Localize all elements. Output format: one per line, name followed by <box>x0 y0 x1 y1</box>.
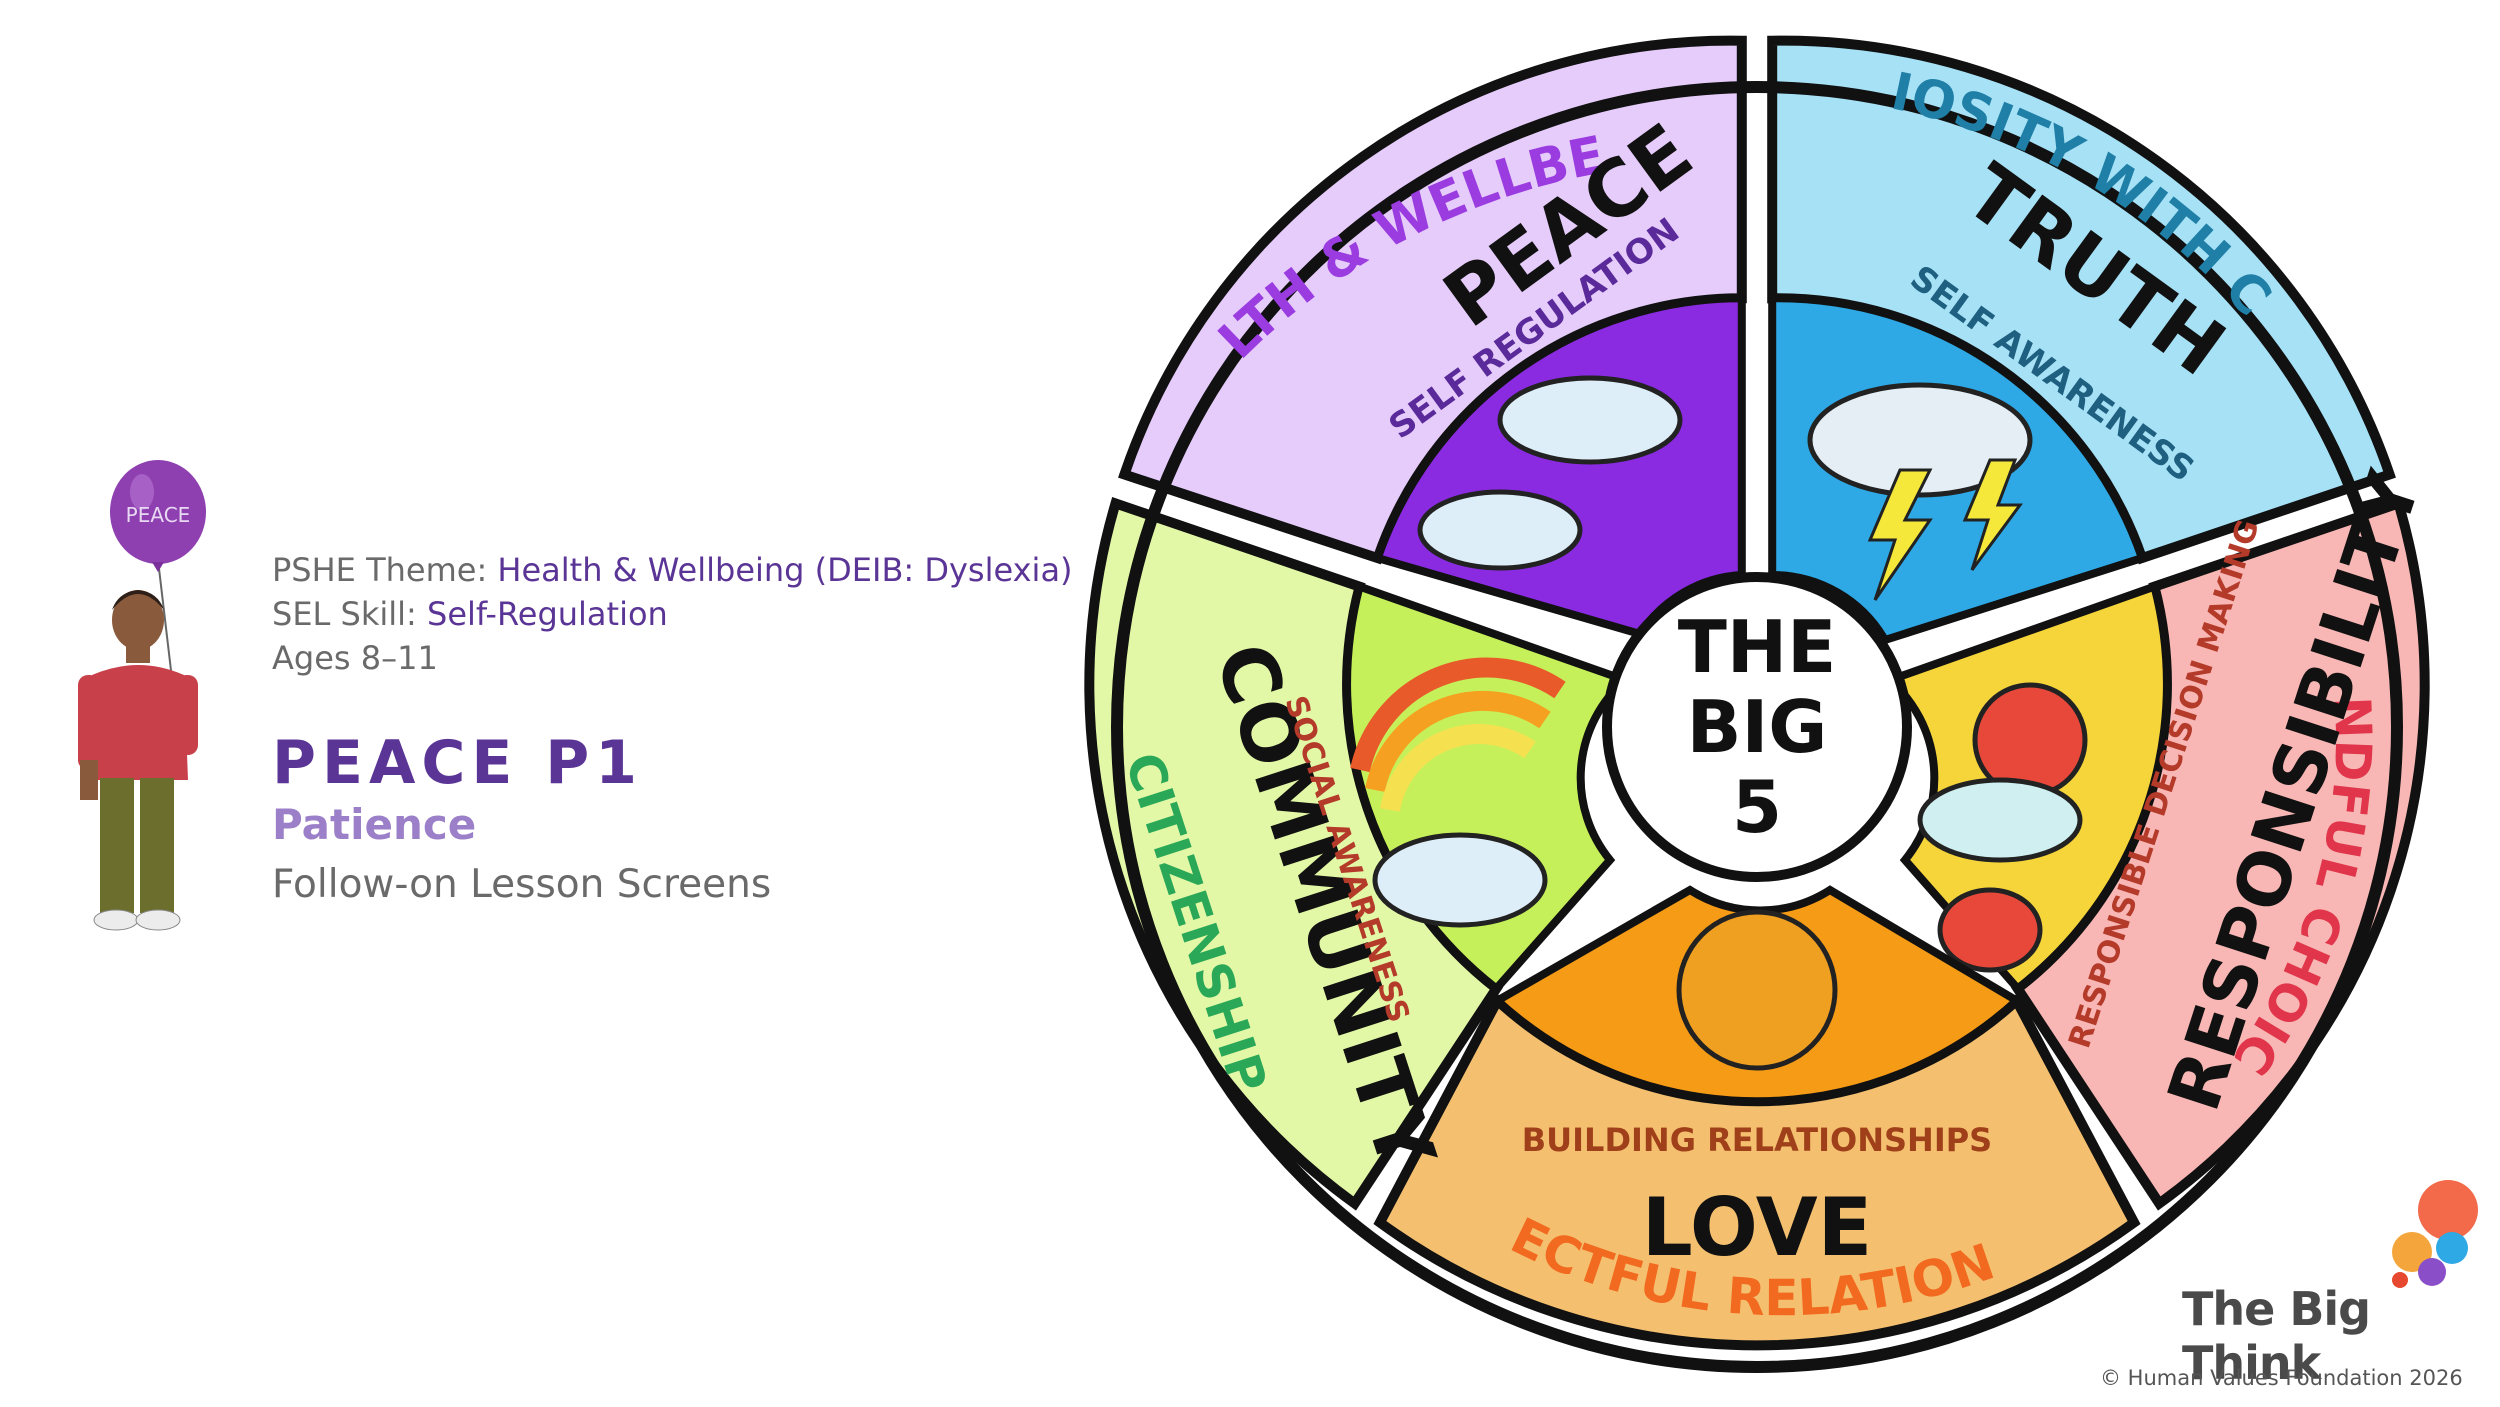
child-with-balloon-illustration: PEACE <box>78 460 206 931</box>
segment-peace-inner <box>1372 294 1746 639</box>
lightning-icon <box>1867 468 1933 601</box>
wheel-outer-ring <box>1111 81 2403 1373</box>
follow-on-label: Follow-on Lesson Screens <box>272 862 772 907</box>
lesson-subtitle: Patience <box>272 800 477 849</box>
center-line-2: BIG <box>1687 685 1828 769</box>
segment-community-inner <box>1343 581 1633 994</box>
pshe-theme-line: PSHE Theme: Health & Wellbeing (DEIB: Dy… <box>272 548 1073 592</box>
rainbow-icon <box>1380 724 1536 812</box>
cloud-icon <box>1372 832 1548 928</box>
storm-cloud-icon <box>1807 382 2033 498</box>
lesson-title: PEACE P1 <box>272 728 644 798</box>
segment-love-inner <box>1490 885 2024 1106</box>
lightning-icon <box>1962 458 2023 571</box>
wheel-center: THE BIG 5 <box>1602 572 1912 882</box>
center-line-3: 5 <box>1732 765 1782 849</box>
pshe-theme-value: Health & Wellbeing (DEIB: Dyslexia) <box>497 551 1073 589</box>
copyright-text: © Human Values Foundation 2026 <box>2100 1366 2463 1390</box>
segment-responsibility-inner <box>1882 581 2171 994</box>
sel-skill-line: SEL Skill: Self-Regulation <box>272 592 668 636</box>
pshe-theme-label: PSHE Theme: <box>272 551 488 589</box>
cloud-icon <box>1497 375 1683 465</box>
big-think-logo-icon <box>2392 1180 2478 1288</box>
sel-skill-label: SEL Skill: <box>272 595 417 633</box>
balloon-label: PEACE <box>126 503 191 527</box>
cloud-icon <box>1917 777 2083 863</box>
love-skill-label: BUILDING RELATIONSHIPS <box>1522 1121 1992 1159</box>
segment-truth-inner <box>1768 294 2148 645</box>
watermelon-icon <box>1937 887 2043 973</box>
cloud-icon <box>1417 489 1583 571</box>
ages-label: Ages 8–11 <box>272 639 438 677</box>
center-line-1: THE <box>1678 605 1837 689</box>
love-value-label: LOVE <box>1642 1181 1873 1274</box>
sel-skill-value: Self-Regulation <box>427 595 668 633</box>
sun-icon <box>1676 909 1838 1071</box>
brand-name: The Big Think <box>2182 1282 2371 1390</box>
